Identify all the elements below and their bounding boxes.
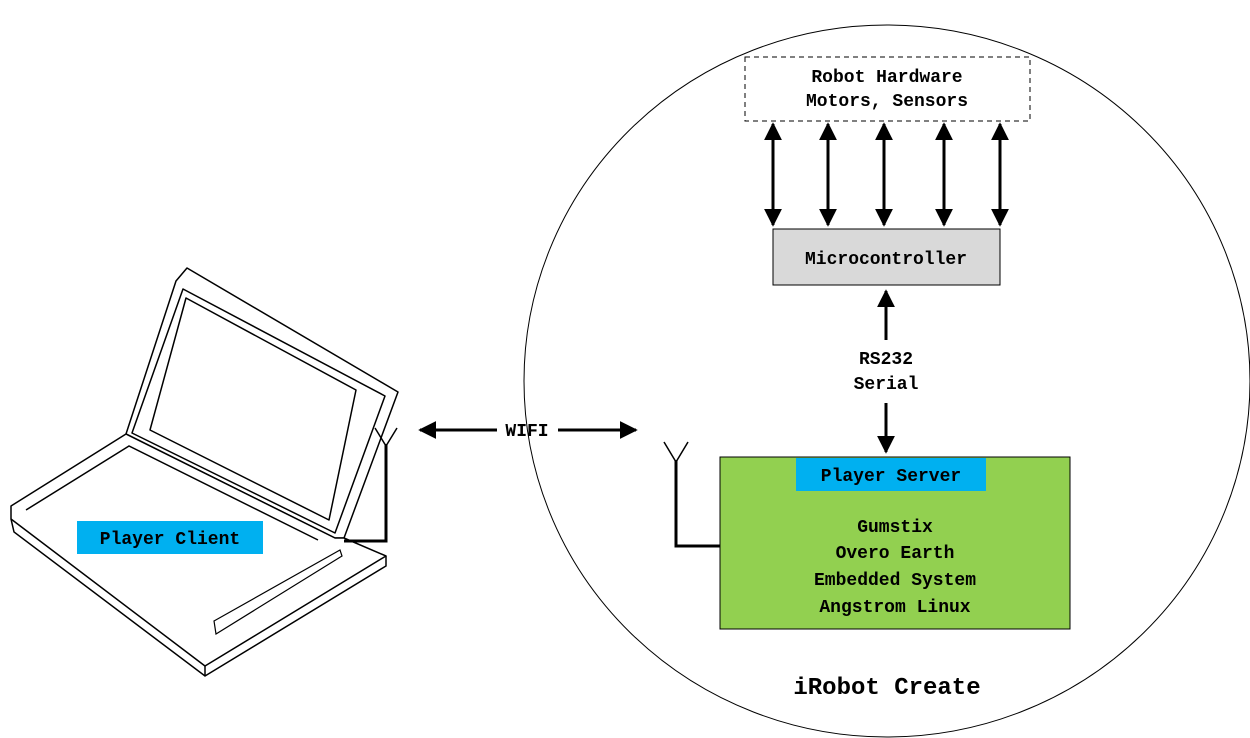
server-line2: Overo Earth xyxy=(836,544,955,564)
server-line3: Embedded System xyxy=(814,571,976,591)
server-line4: Angstrom Linux xyxy=(819,598,970,618)
robot-hardware-line2: Motors, Sensors xyxy=(806,92,968,112)
serial-label-line1: RS232 xyxy=(859,350,913,370)
robot-boundary xyxy=(523,24,1250,738)
microcontroller-box: Microcontroller xyxy=(772,228,1001,286)
player-server-tag: Player Server xyxy=(821,467,961,487)
laptop-antenna-icon xyxy=(344,427,398,543)
player-client-tag: Player Client xyxy=(77,521,263,554)
robot-hardware-line1: Robot Hardware xyxy=(811,68,962,88)
laptop-icon xyxy=(10,267,399,677)
serial-label-line2: Serial xyxy=(854,375,919,395)
robot-title: iRobot Create xyxy=(793,675,980,702)
serial-link: RS232 Serial xyxy=(854,289,919,454)
player-client-label: Player Client xyxy=(100,530,240,550)
microcontroller-label: Microcontroller xyxy=(805,250,967,270)
wifi-label: WIFI xyxy=(505,422,548,442)
wifi-link: WIFI xyxy=(418,421,638,442)
server-line1: Gumstix xyxy=(857,518,933,538)
hardware-bus-arrows xyxy=(764,122,1009,227)
player-server-box: Player Server Gumstix Overo Earth Embedd… xyxy=(719,456,1071,630)
robot-antenna-icon xyxy=(663,441,720,548)
robot-hardware-box: Robot Hardware Motors, Sensors xyxy=(744,56,1031,122)
